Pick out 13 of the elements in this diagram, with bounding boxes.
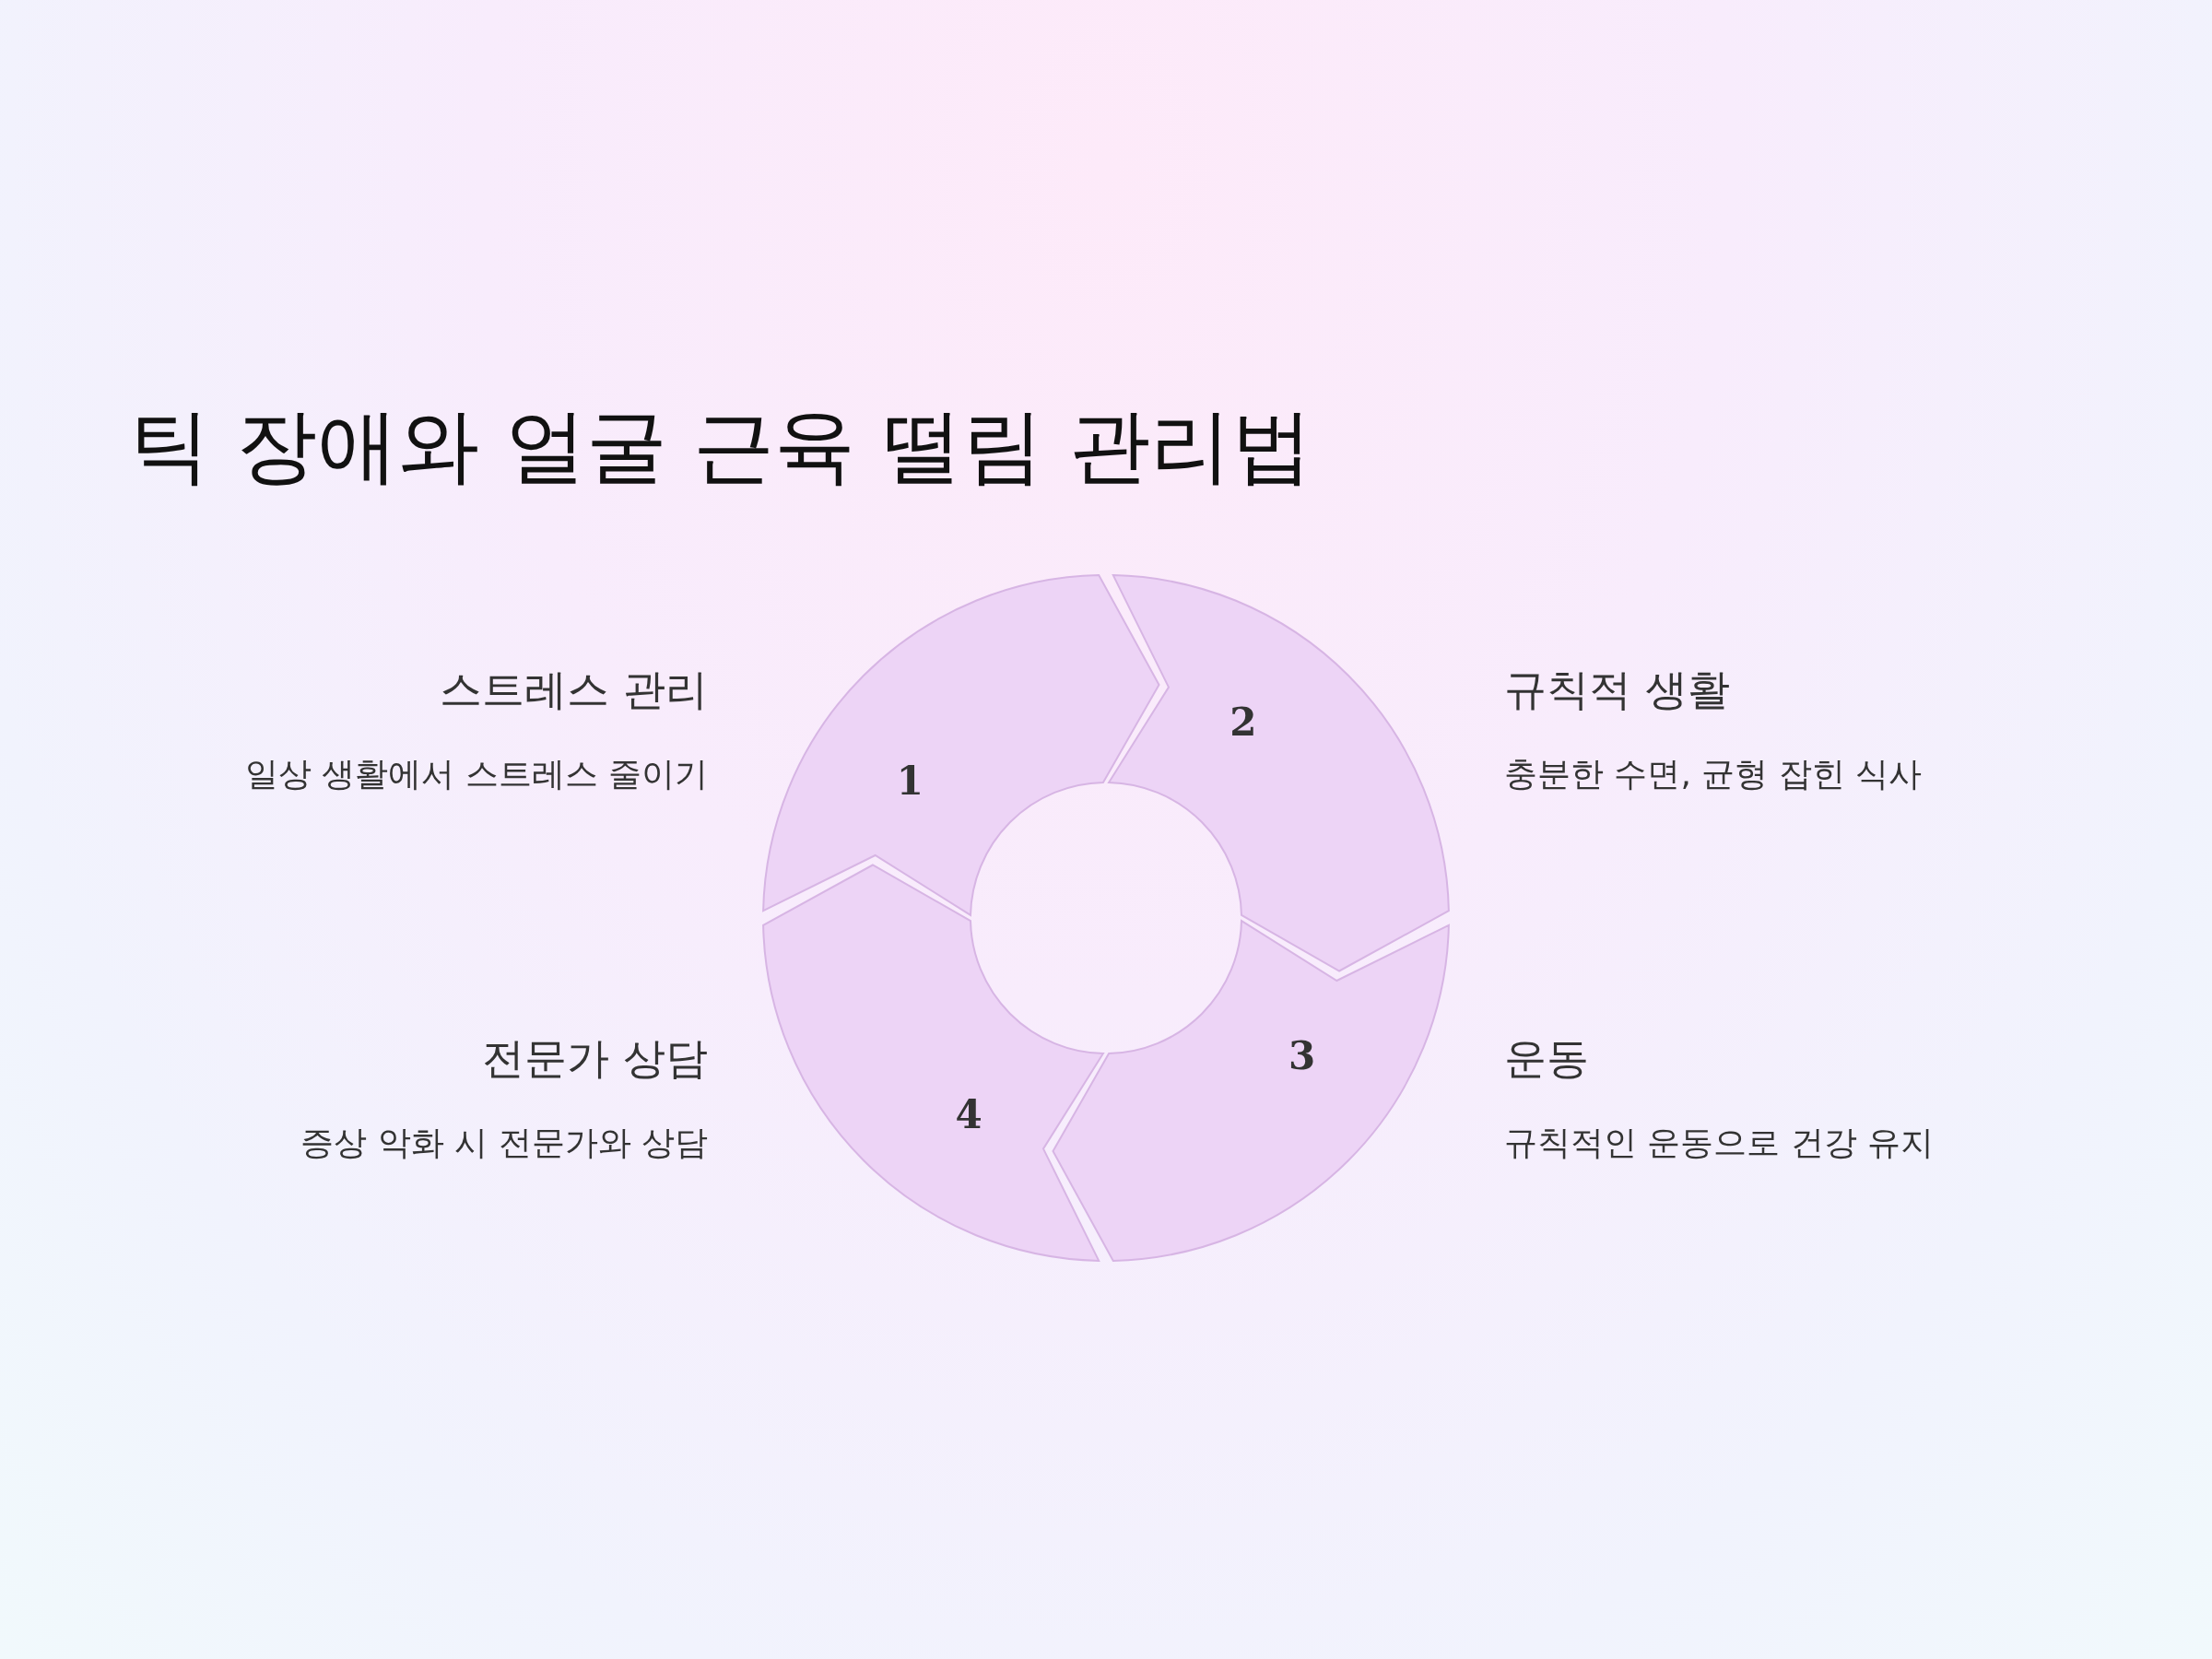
step-heading: 운동: [1504, 1032, 1589, 1085]
step-number: 2: [1230, 699, 1257, 745]
step-description: 증상 악화 시 전문가와 상담: [300, 1123, 708, 1163]
step-number: 3: [1288, 1032, 1316, 1078]
title: 틱 장애와 얼굴 근육 떨림 관리법: [129, 397, 1312, 495]
step-heading: 스트레스 관리: [440, 664, 708, 716]
step-number: 1: [896, 758, 924, 804]
step-number: 4: [955, 1091, 982, 1137]
step-description: 규칙적인 운동으로 건강 유지: [1504, 1123, 1935, 1163]
step-heading: 전문가 상담: [482, 1032, 708, 1085]
step-heading: 규칙적 생활: [1504, 664, 1730, 716]
step-description: 충분한 수면, 균형 잡힌 식사: [1504, 754, 1923, 794]
step-description: 일상 생활에서 스트레스 줄이기: [244, 754, 708, 794]
